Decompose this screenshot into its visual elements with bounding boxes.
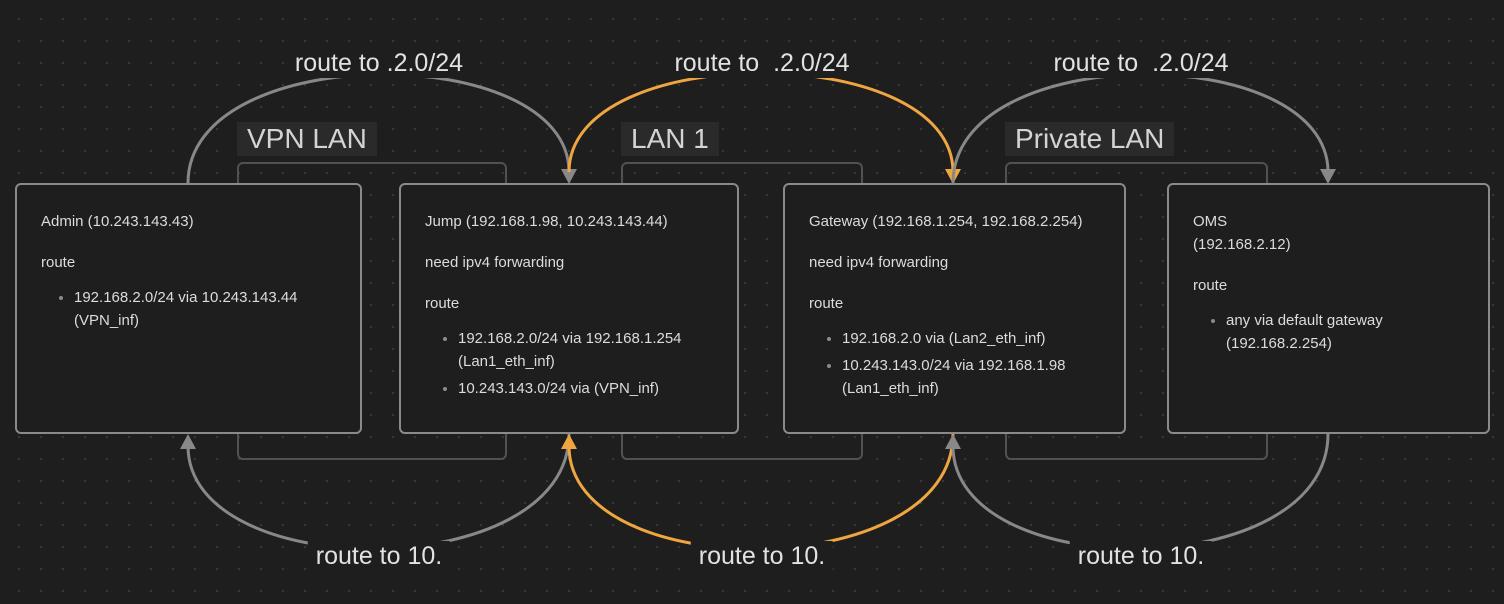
edge-bottom-1[interactable] (186, 433, 571, 551)
node-jump-route-list: 192.168.2.0/24 via 192.168.1.254 (Lan1_e… (425, 327, 713, 400)
node-oms-title: OMS (1193, 213, 1228, 230)
node-oms-route-list: any via default gateway (192.168.2.254) (1193, 309, 1464, 355)
node-gateway[interactable]: Gateway (192.168.1.254, 192.168.2.254) n… (783, 183, 1126, 434)
edge-label-top-2[interactable]: route to .2.0/24 (666, 48, 858, 78)
node-jump-route-label: route (425, 295, 460, 312)
node-gateway-route-list: 192.168.2.0 via (Lan2_eth_inf) 10.243.14… (809, 327, 1100, 400)
node-jump-title: Jump (192.168.1.98, 10.243.143.44) (425, 213, 668, 230)
route-item: 192.168.2.0/24 via 10.243.143.44 (VPN_in… (59, 286, 336, 332)
edge-top-3-arrow (1320, 169, 1336, 184)
node-gateway-route-label: route (809, 295, 844, 312)
node-gateway-title: Gateway (192.168.1.254, 192.168.2.254) (809, 213, 1083, 230)
group-label-vpn-lan[interactable]: VPN LAN (237, 122, 377, 156)
edge-label-bottom-2[interactable]: route to 10. (690, 541, 834, 571)
node-jump[interactable]: Jump (192.168.1.98, 10.243.143.44) need … (399, 183, 739, 434)
group-label-private-lan[interactable]: Private LAN (1005, 122, 1175, 156)
edge-label-bottom-1[interactable]: route to 10. (307, 541, 451, 571)
route-item: 10.243.143.0/24 via 192.168.1.98 (Lan1_e… (827, 354, 1100, 400)
route-item: 192.168.2.0 via (Lan2_eth_inf) (827, 327, 1100, 350)
edge-bottom-2-arrow (561, 434, 577, 449)
edge-bottom-3[interactable] (951, 433, 1330, 551)
edge-top-1[interactable] (186, 72, 571, 184)
edge-bottom-3-arrow (945, 434, 961, 449)
node-admin-route-list: 192.168.2.0/24 via 10.243.143.44 (VPN_in… (41, 286, 336, 332)
route-item: any via default gateway (192.168.2.254) (1211, 309, 1464, 355)
edge-bottom-1-arrow (180, 434, 196, 449)
node-admin-title: Admin (10.243.143.43) (41, 213, 194, 230)
route-item: 192.168.2.0/24 via 192.168.1.254 (Lan1_e… (443, 327, 713, 373)
node-oms-subtitle: (192.168.2.12) (1193, 236, 1291, 253)
edge-top-1-arrow (561, 169, 577, 184)
node-admin-route-label: route (41, 254, 76, 271)
edge-label-bottom-3[interactable]: route to 10. (1069, 541, 1213, 571)
group-label-lan-1[interactable]: LAN 1 (621, 122, 719, 156)
edge-bottom-2[interactable] (567, 433, 955, 551)
node-admin[interactable]: Admin (10.243.143.43) route 192.168.2.0/… (15, 183, 362, 434)
edge-label-top-1[interactable]: route to .2.0/24 (286, 48, 472, 78)
edge-top-2[interactable] (567, 71, 955, 173)
edge-top-3[interactable] (951, 72, 1330, 184)
route-item: 10.243.143.0/24 via (VPN_inf) (443, 377, 713, 400)
edge-label-top-3[interactable]: route to .2.0/24 (1045, 48, 1237, 78)
node-jump-note: need ipv4 forwarding (425, 254, 565, 271)
node-gateway-note: need ipv4 forwarding (809, 254, 949, 271)
node-oms-route-label: route (1193, 277, 1228, 294)
node-oms[interactable]: OMS (192.168.2.12) route any via default… (1167, 183, 1490, 434)
